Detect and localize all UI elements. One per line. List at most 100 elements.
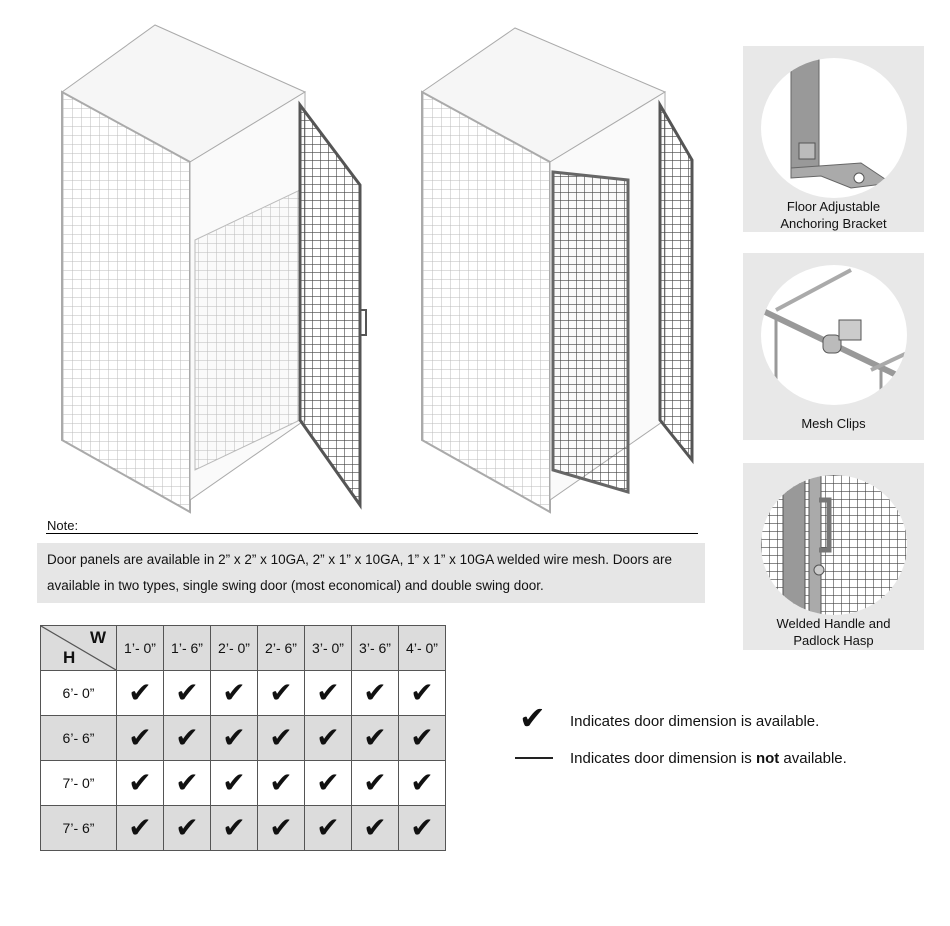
check-icon: ✔ <box>128 811 152 844</box>
note-label: Note: <box>47 518 79 533</box>
availability-cell: ✔ <box>163 670 211 716</box>
check-icon: ✔ <box>222 676 246 709</box>
legend-not-available: Indicates door dimension is not availabl… <box>570 750 847 767</box>
availability-cell: ✔ <box>210 715 258 761</box>
check-icon: ✔ <box>222 766 246 799</box>
availability-cell: ✔ <box>398 760 446 806</box>
check-icon: ✔ <box>269 721 293 754</box>
availability-cell: ✔ <box>351 715 399 761</box>
legend-not-prefix: Indicates door dimension is <box>570 750 756 767</box>
check-icon: ✔ <box>269 676 293 709</box>
check-icon: ✔ <box>128 766 152 799</box>
check-icon: ✔ <box>316 766 340 799</box>
door-size-table: W H 1’- 0” 1’- 6” 2’- 0” 2’- 6” 3’- 0” 3… <box>40 625 446 851</box>
availability-cell: ✔ <box>398 670 446 716</box>
availability-cell: ✔ <box>257 715 305 761</box>
availability-cell: ✔ <box>163 715 211 761</box>
check-icon: ✔ <box>175 811 199 844</box>
width-header: 1’- 0” <box>116 625 164 671</box>
check-icon: ✔ <box>269 811 293 844</box>
check-icon: ✔ <box>128 676 152 709</box>
height-cell: 7’- 0” <box>40 760 117 806</box>
table-row: 7’- 0” ✔ ✔ ✔ ✔ ✔ ✔ ✔ <box>40 760 446 806</box>
height-cell: 6’- 6” <box>40 715 117 761</box>
check-icon: ✔ <box>269 766 293 799</box>
feature-mesh-clips: Mesh Clips <box>743 253 924 440</box>
cabinet-illustrations <box>61 24 694 514</box>
availability-cell: ✔ <box>116 805 164 851</box>
availability-cell: ✔ <box>116 670 164 716</box>
check-icon: ✔ <box>128 721 152 754</box>
handle-image <box>761 475 907 615</box>
table-row: 6’- 0” ✔ ✔ ✔ ✔ ✔ ✔ ✔ <box>40 670 446 716</box>
caption-line2: Padlock Hasp <box>793 633 874 648</box>
table-row: 7’- 6” ✔ ✔ ✔ ✔ ✔ ✔ ✔ <box>40 805 446 851</box>
availability-cell: ✔ <box>210 670 258 716</box>
check-icon: ✔ <box>410 766 434 799</box>
check-icon: ✔ <box>363 676 387 709</box>
availability-cell: ✔ <box>116 715 164 761</box>
check-icon: ✔ <box>363 766 387 799</box>
availability-cell: ✔ <box>351 760 399 806</box>
check-icon: ✔ <box>410 676 434 709</box>
check-icon: ✔ <box>175 676 199 709</box>
check-icon: ✔ <box>316 811 340 844</box>
dash-icon <box>515 757 553 759</box>
legend-available: Indicates door dimension is available. <box>570 713 820 730</box>
width-header: 1’- 6” <box>163 625 211 671</box>
caption-line1: Welded Handle and <box>776 616 891 631</box>
check-icon: ✔ <box>175 766 199 799</box>
width-axis-label: W <box>89 628 106 647</box>
note-line2: available in two types, single swing doo… <box>47 578 544 593</box>
availability-cell: ✔ <box>351 670 399 716</box>
width-header: 4’- 0” <box>398 625 446 671</box>
check-icon: ✔ <box>519 699 546 737</box>
caption-line1: Mesh Clips <box>801 416 866 431</box>
availability-cell: ✔ <box>163 805 211 851</box>
legend-not-suffix: available. <box>779 750 847 767</box>
legend-not-bold: not <box>755 750 780 767</box>
height-cell: 6’- 0” <box>40 670 117 716</box>
availability-cell: ✔ <box>257 805 305 851</box>
availability-cell: ✔ <box>304 760 352 806</box>
availability-cell: ✔ <box>398 715 446 761</box>
bracket-image <box>761 58 907 198</box>
check-icon: ✔ <box>410 811 434 844</box>
availability-cell: ✔ <box>304 805 352 851</box>
availability-cell: ✔ <box>257 760 305 806</box>
caption-line1: Floor Adjustable <box>786 199 881 214</box>
check-icon: ✔ <box>222 721 246 754</box>
check-icon: ✔ <box>175 721 199 754</box>
width-header: 2’- 6” <box>257 625 305 671</box>
availability-cell: ✔ <box>304 715 352 761</box>
corner-header: W H <box>40 625 117 671</box>
availability-cell: ✔ <box>210 760 258 806</box>
availability-cell: ✔ <box>304 670 352 716</box>
availability-cell: ✔ <box>398 805 446 851</box>
caption-line2: Anchoring Bracket <box>780 216 887 231</box>
double-swing-cabinet <box>421 27 694 514</box>
mesh-clip-image <box>761 265 907 405</box>
width-header: 3’- 6” <box>351 625 399 671</box>
availability-cell: ✔ <box>351 805 399 851</box>
check-icon: ✔ <box>222 811 246 844</box>
width-header: 3’- 0” <box>304 625 352 671</box>
note-divider <box>46 533 698 534</box>
check-icon: ✔ <box>363 811 387 844</box>
height-cell: 7’- 6” <box>40 805 117 851</box>
availability-cell: ✔ <box>210 805 258 851</box>
single-swing-cabinet <box>61 24 367 514</box>
note-line1: Door panels are available in 2” x 2” x 1… <box>47 552 673 567</box>
note-box: Door panels are available in 2” x 2” x 1… <box>37 543 705 603</box>
check-icon: ✔ <box>316 721 340 754</box>
table-row: 6’- 6” ✔ ✔ ✔ ✔ ✔ ✔ ✔ <box>40 715 446 761</box>
availability-cell: ✔ <box>257 670 305 716</box>
check-icon: ✔ <box>316 676 340 709</box>
height-axis-label: H <box>63 648 76 667</box>
check-icon: ✔ <box>363 721 387 754</box>
width-header: 2’- 0” <box>210 625 258 671</box>
availability-cell: ✔ <box>116 760 164 806</box>
